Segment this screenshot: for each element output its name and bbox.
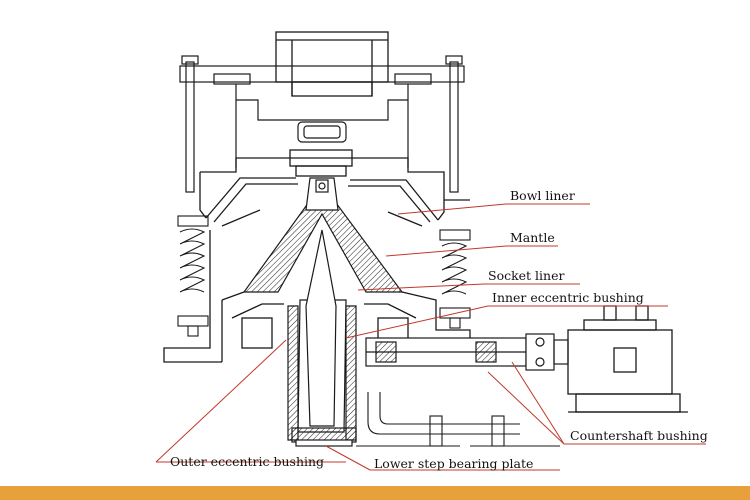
leader-mantle — [385, 245, 507, 257]
label-inner-eccentric-bushing: Inner eccentric bushing — [492, 290, 644, 305]
leader-countershaft-b — [511, 361, 565, 445]
leader-lower-step — [325, 445, 371, 471]
part-labels: Bowl liner Mantle Socket liner Inner ecc… — [170, 188, 708, 471]
main-shaft-eccentric — [287, 229, 357, 447]
feed-hopper — [275, 31, 389, 97]
countershaft-assembly — [365, 333, 569, 371]
label-bowl-liner: Bowl liner — [510, 188, 575, 203]
crusher-bowl-shell — [199, 149, 470, 227]
drive-motor — [567, 305, 688, 413]
main-frame — [163, 230, 471, 363]
leader-socket-liner — [357, 283, 485, 291]
label-socket-liner: Socket liner — [488, 268, 565, 283]
right-spring-assembly — [439, 229, 471, 329]
bottom-accent-band — [0, 486, 750, 500]
leader-lines — [155, 203, 706, 471]
leader-inner-eccentric — [345, 305, 489, 339]
label-countershaft-bushing: Countershaft bushing — [570, 428, 708, 443]
label-mantle: Mantle — [510, 230, 555, 245]
label-lower-step-bearing-plate: Lower step bearing plate — [374, 456, 533, 471]
leader-countershaft-a — [487, 371, 565, 445]
left-spring-assembly — [177, 215, 209, 337]
leader-bowl-liner — [397, 203, 507, 215]
frame-tie-rods — [179, 55, 465, 193]
label-outer-eccentric-bushing: Outer eccentric bushing — [170, 454, 324, 469]
lubrication-piping — [356, 392, 560, 447]
leader-outer-eccentric — [155, 339, 287, 463]
